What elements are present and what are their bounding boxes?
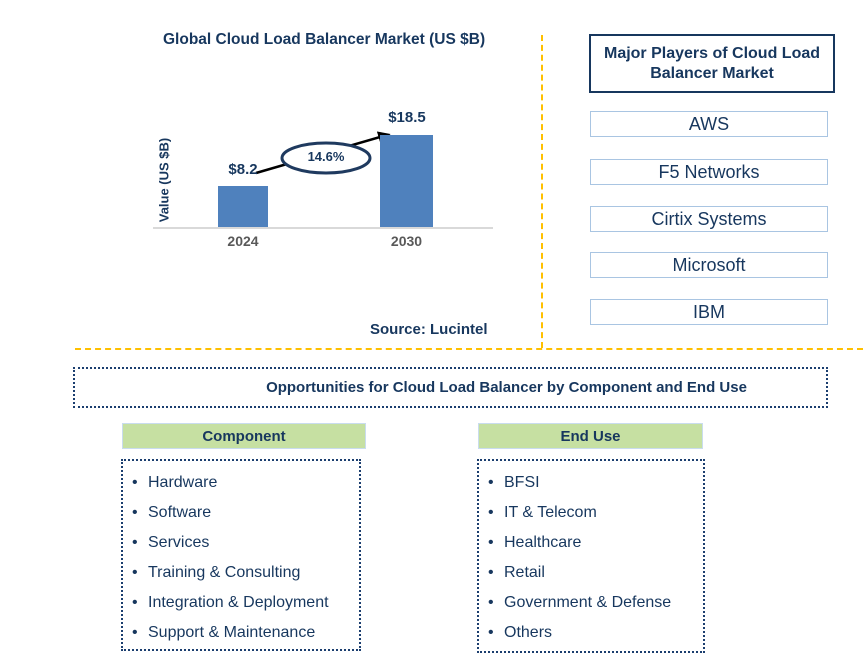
player-item-ibm: IBM [590, 299, 828, 325]
list-item-label: Software [148, 504, 212, 521]
vertical-divider [541, 35, 543, 348]
players-panel-title: Major Players of Cloud Load Balancer Mar… [589, 34, 835, 93]
player-item-aws: AWS [590, 111, 828, 137]
chart-title: Global Cloud Load Balancer Market (US $B… [163, 31, 486, 48]
cagr-label: 14.6% [307, 149, 345, 164]
list-item-label: Integration & Deployment [148, 594, 329, 611]
opportunities-title: Opportunities for Cloud Load Balancer by… [73, 367, 828, 408]
x-axis-baseline [153, 227, 493, 229]
component-column-header: Component [122, 423, 366, 449]
bullet-icon: • [488, 624, 494, 641]
component-list: • Hardware • Software • Services • Training … [121, 459, 361, 651]
list-item: • Software [132, 498, 359, 528]
growth-ellipse [280, 141, 372, 175]
list-item: • Support & Maintenance [132, 618, 359, 648]
horizontal-divider [75, 348, 863, 350]
list-item: • Services [132, 528, 359, 558]
list-item-label: Healthcare [504, 534, 582, 551]
list-item: • Healthcare [488, 528, 703, 558]
bullet-icon: • [132, 594, 138, 611]
bullet-icon: • [488, 564, 494, 581]
player-item-f5-networks: F5 Networks [590, 159, 828, 185]
list-item-label: BFSI [504, 474, 540, 491]
list-item-label: Support & Maintenance [148, 624, 316, 641]
list-item: • Government & Defense [488, 588, 703, 618]
x-tick-2030: 2030 [390, 233, 423, 249]
list-item-label: Hardware [148, 474, 218, 491]
list-item-label: Others [504, 624, 553, 641]
list-item-label: IT & Telecom [504, 504, 597, 521]
player-item-cirtix-systems: Cirtix Systems [590, 206, 828, 232]
list-item-label: Government & Defense [504, 594, 672, 611]
list-item: • Integration & Deployment [132, 588, 359, 618]
bullet-icon: • [488, 504, 494, 521]
market-bar-chart: Global Cloud Load Balancer Market (US $B… [150, 28, 510, 253]
list-item-label: Retail [504, 564, 545, 581]
player-item-microsoft: Microsoft [590, 252, 828, 278]
source-label: Source: Lucintel [370, 321, 488, 338]
bar-value-2030: $18.5 [388, 109, 426, 126]
bar-2024 [218, 186, 268, 227]
list-item: • Others [488, 618, 703, 648]
bullet-icon: • [132, 624, 138, 641]
list-item-label: Services [148, 534, 210, 551]
list-item: • Training & Consulting [132, 558, 359, 588]
bar-value-2024: $8.2 [228, 161, 258, 178]
bullet-icon: • [132, 504, 138, 521]
bullet-icon: • [488, 594, 494, 611]
end-use-list: •BFSI •IT & Telecom •Healthcare •Retail … [477, 459, 705, 653]
bullet-icon: • [132, 534, 138, 551]
growth-arrow-annotation [255, 131, 391, 175]
bullet-icon: • [132, 474, 138, 491]
list-item-label: Training & Consulting [148, 564, 301, 581]
list-item: • IT & Telecom [488, 498, 703, 528]
list-item: • BFSI [488, 468, 703, 498]
x-tick-2024: 2024 [227, 233, 259, 249]
list-item: • Retail [488, 558, 703, 588]
bullet-icon: • [132, 564, 138, 581]
list-item: • Hardware [132, 468, 359, 498]
bullet-icon: • [488, 474, 494, 491]
bar-2030 [380, 135, 433, 227]
end-use-column-header: End Use [478, 423, 703, 449]
bullet-icon: • [488, 534, 494, 551]
